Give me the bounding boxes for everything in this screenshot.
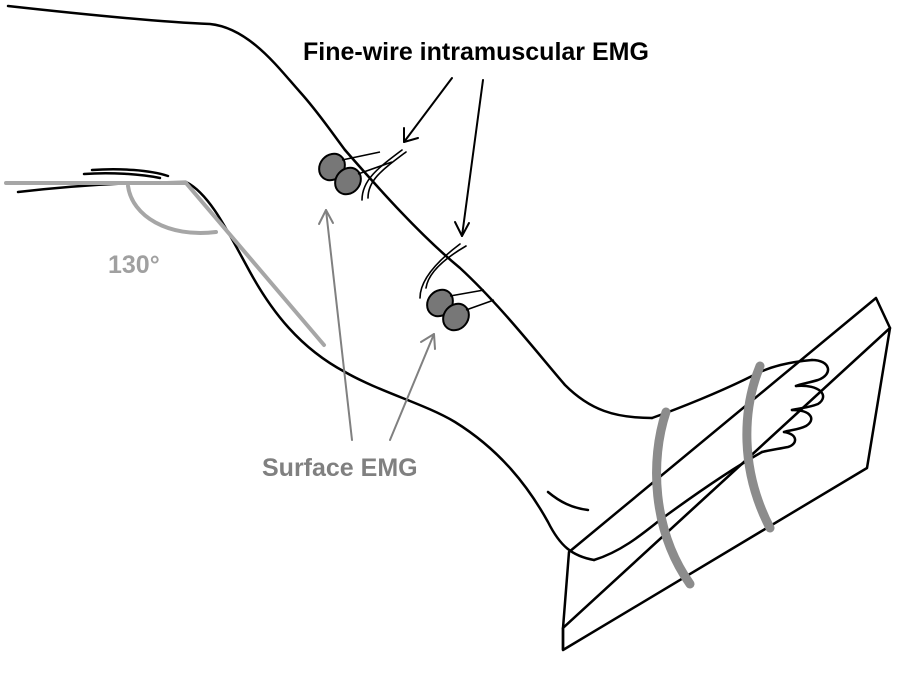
arrow-head bbox=[318, 209, 334, 225]
arrow-head bbox=[454, 221, 470, 237]
toe-3 bbox=[782, 408, 813, 434]
surface-electrodes-lower bbox=[426, 288, 495, 332]
surface-emg-label: Surface EMG bbox=[262, 454, 418, 482]
arrow-head bbox=[403, 127, 419, 143]
arrow-to-upper-surface bbox=[325, 209, 353, 441]
straps bbox=[652, 361, 775, 589]
fine-wire-lower-a bbox=[419, 243, 461, 299]
fine-wire-upper-a bbox=[361, 149, 403, 201]
fine-wire-lower-b bbox=[425, 245, 467, 289]
footplate-side bbox=[561, 326, 892, 652]
angle-line-shank bbox=[184, 181, 326, 347]
arrow-to-lower-surface bbox=[389, 333, 435, 441]
surface-electrode bbox=[334, 166, 362, 196]
thigh-crease bbox=[90, 168, 170, 178]
strap-ankle bbox=[652, 407, 695, 589]
toe-4 bbox=[760, 430, 797, 454]
surface-electrode bbox=[442, 302, 470, 332]
arrow-to-lower-wire bbox=[461, 79, 484, 237]
fine-wires bbox=[361, 149, 467, 299]
knee-angle-label: 130° bbox=[108, 251, 160, 279]
footplate bbox=[561, 296, 892, 652]
thigh-bottom-outline bbox=[16, 180, 347, 374]
thigh bbox=[6, 4, 347, 374]
ankle-crease bbox=[546, 490, 590, 512]
surface-arrows bbox=[318, 209, 436, 441]
shank-front-outline bbox=[343, 148, 654, 420]
surface-electrodes-upper bbox=[318, 151, 393, 196]
thigh-top-outline bbox=[6, 4, 347, 152]
fine-wire-label: Fine-wire intramuscular EMG bbox=[303, 38, 649, 66]
shank-back-outline bbox=[343, 370, 596, 562]
electrode-lead bbox=[449, 289, 485, 297]
fine-wire-arrows bbox=[403, 77, 484, 237]
foot-dorsum bbox=[650, 358, 814, 420]
electrode-lead bbox=[341, 151, 381, 161]
shank bbox=[343, 148, 654, 562]
angle-arc bbox=[126, 184, 218, 235]
toe-2 bbox=[790, 384, 825, 412]
electrode-lead bbox=[465, 299, 495, 311]
fine-wire-upper-b bbox=[367, 151, 407, 199]
thigh-crease-2 bbox=[82, 171, 162, 180]
knee-angle-indicator bbox=[4, 181, 326, 347]
strap-forefoot bbox=[742, 361, 775, 533]
arrow-head bbox=[420, 333, 436, 350]
electrode-lead bbox=[357, 161, 393, 175]
arrow-to-upper-wire bbox=[403, 77, 453, 143]
toe-1 bbox=[794, 358, 830, 388]
